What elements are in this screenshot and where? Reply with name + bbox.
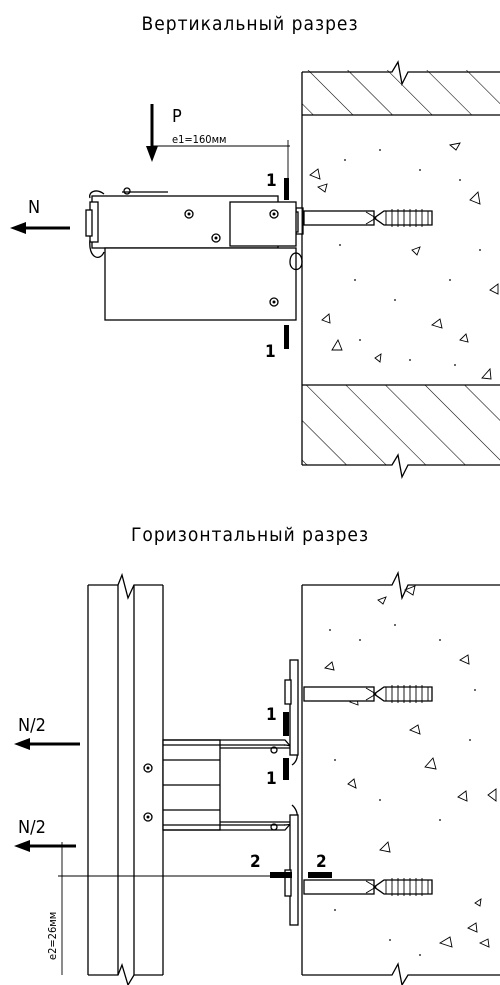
section-mark-2-right-label: 2 — [316, 852, 327, 872]
force-n-arrow-vertical — [10, 222, 70, 234]
force-n-half-bottom-label: N/2 — [18, 817, 46, 838]
section-mark-1-top-label: 1 — [266, 705, 277, 725]
force-n-half-top-label: N/2 — [18, 715, 46, 736]
bracket-vertical — [85, 187, 304, 325]
bracket-horizontal — [162, 659, 303, 926]
concrete-aggregate — [324, 585, 497, 956]
force-n-half-top-arrow — [14, 738, 80, 750]
concrete-wall-vertical — [301, 60, 500, 480]
anchor-dowel-vertical — [303, 209, 433, 227]
eccentricity-e1-label: e1=160мм — [172, 133, 227, 146]
load-p-arrow — [146, 104, 290, 185]
eccentricity-e2-label: e2=26мм — [46, 912, 59, 960]
horizontal-section: Горизонтальный разрез — [14, 524, 500, 985]
force-n-label: N — [28, 197, 40, 218]
section-marks-horizontal — [270, 712, 332, 878]
horizontal-section-title: Горизонтальный разрез — [131, 524, 369, 546]
section-mark-2-left-label: 2 — [250, 852, 261, 872]
section-mark-1-bottom-label: 1 — [266, 769, 277, 789]
force-n-half-bottom-arrow — [14, 840, 76, 975]
concrete-aggregate — [309, 142, 499, 380]
vertical-section: Вертикальный разрез — [10, 13, 500, 480]
anchor-dowel-horizontal-top — [303, 685, 433, 703]
load-p-label: P — [172, 106, 182, 127]
vertical-section-title: Вертикальный разрез — [141, 13, 358, 35]
anchor-dowel-horizontal-bottom — [303, 878, 433, 896]
section-mark-1-vertical — [284, 178, 289, 349]
concrete-wall-horizontal — [301, 570, 500, 985]
section-mark-1-top-label: 1 — [266, 171, 277, 191]
steel-column — [87, 572, 164, 985]
section-mark-1-bottom-label: 1 — [265, 342, 276, 362]
